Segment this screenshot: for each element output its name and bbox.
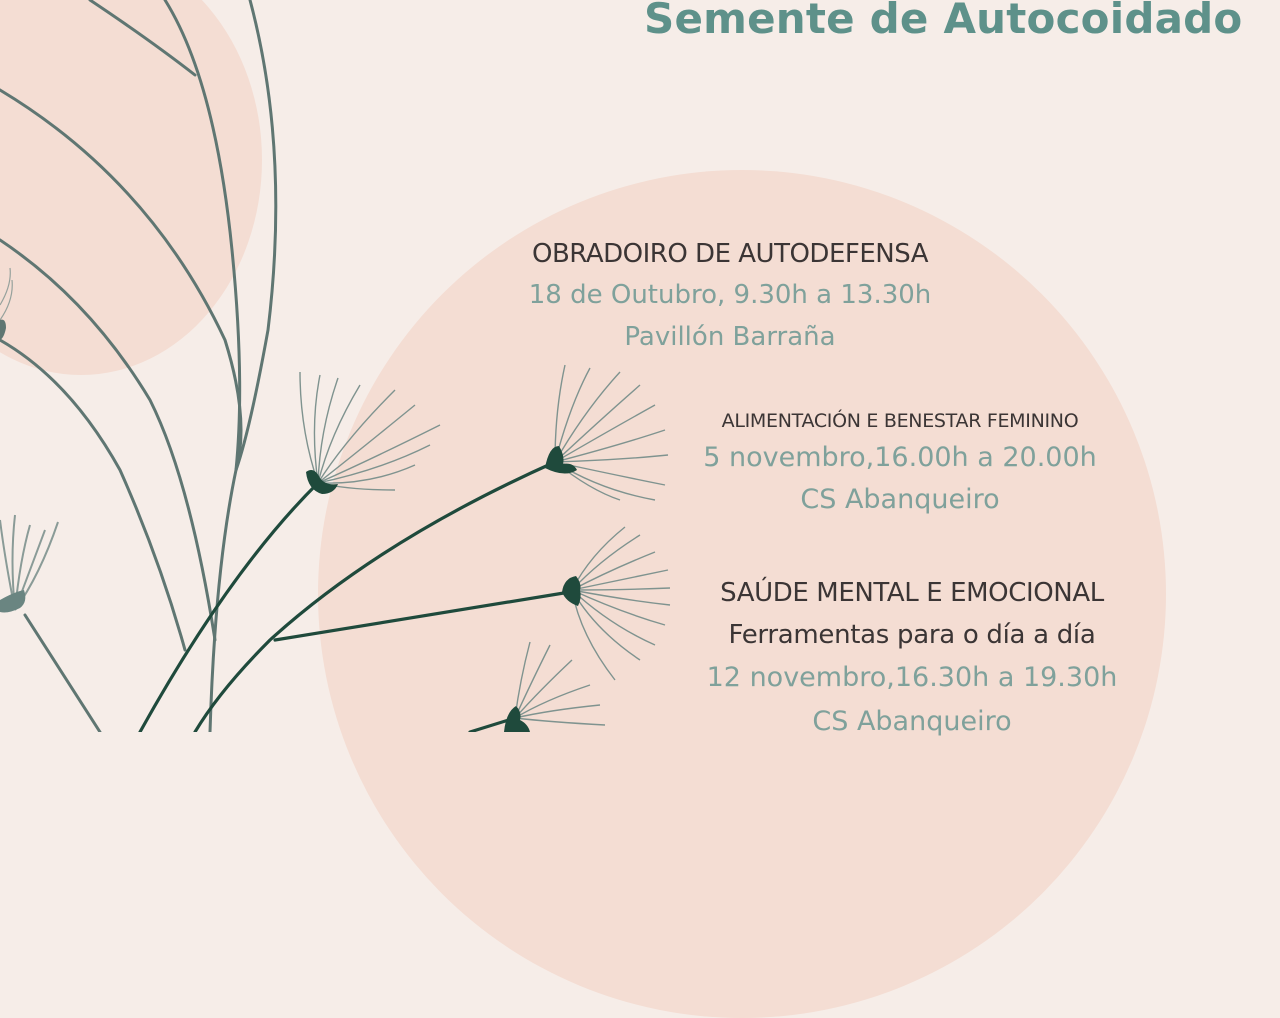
event-date: 5 novembro,16.00h a 20.00h [703,442,1097,473]
dandelion-seed-icon [299,371,441,494]
event-place: CS Abanqueiro [800,484,1000,515]
dandelion-seed-icon [504,641,606,732]
event-place: Pavillón Barraña [624,322,836,352]
event-date: 12 novembro,16.30h a 19.30h [706,662,1118,693]
grey-stems-icon [0,0,278,732]
event-place: CS Abanqueiro [812,706,1012,737]
dandelion-seed-icon [562,526,671,681]
plant-illustration [0,0,671,732]
event-title: OBRADOIRO DE AUTODEFENSA [532,239,928,269]
event-saude-mental: SAÚDE MENTAL E EMOCIONAL Ferramentas par… [672,572,1152,744]
dandelion-seed-icon [0,514,59,613]
event-date: 18 de Outubro, 9.30h a 13.30h [528,280,932,310]
event-autodefensa: OBRADOIRO DE AUTODEFENSA 18 de Outubro, … [480,234,980,358]
event-title: SAÚDE MENTAL E EMOCIONAL [720,578,1104,608]
event-subtitle: Ferramentas para o día a día [728,620,1096,650]
event-alimentacion: ALIMENTACIÓN E BENESTAR FEMININO 5 novem… [660,405,1140,521]
poster-title: Semente de Autocoidado [644,0,1243,43]
dandelion-seed-icon [545,364,669,501]
dandelion-seed-icon [0,267,13,340]
dark-stems-icon [138,460,572,732]
event-title: ALIMENTACIÓN E BENESTAR FEMININO [721,410,1079,432]
